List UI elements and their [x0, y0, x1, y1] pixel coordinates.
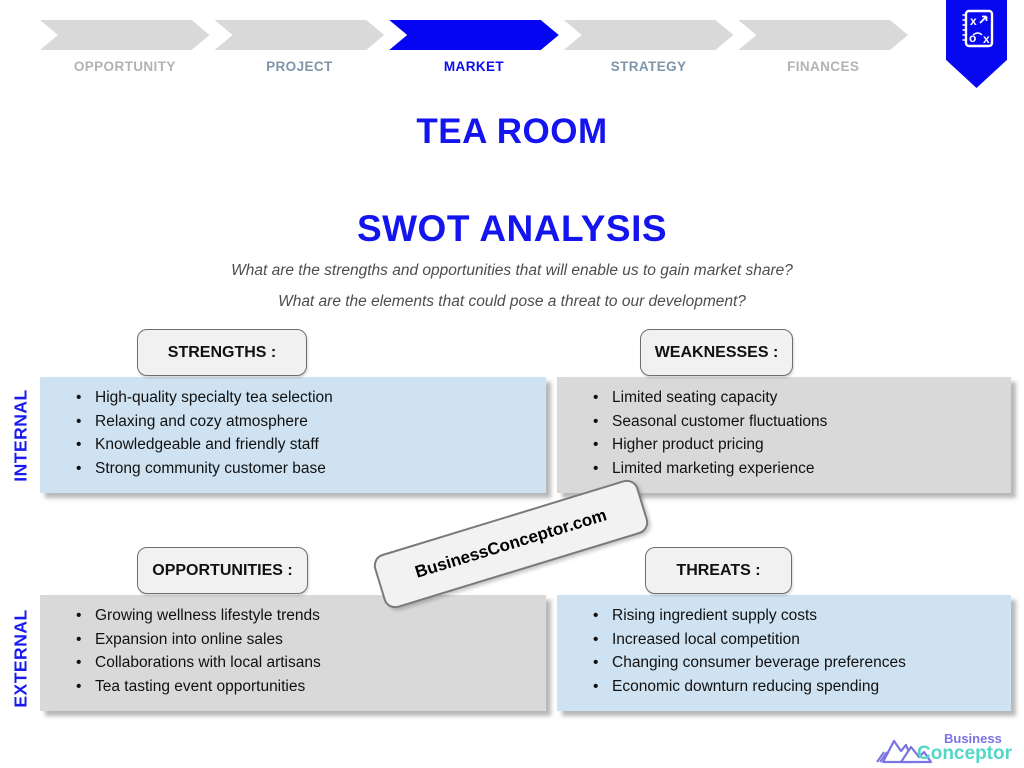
watermark: BusinessConceptor.com — [370, 476, 652, 612]
bookmark-ribbon: x o x — [946, 0, 1007, 88]
chevron-shape — [564, 20, 734, 50]
guiding-question-1: What are the strengths and opportunities… — [231, 262, 793, 279]
page-subtitle: SWOT ANALYSIS — [356, 208, 668, 249]
brand-logo-text: Business Conceptor — [917, 731, 1012, 765]
list-item: Economic downturn reducing spending — [593, 675, 1011, 699]
brand-logo: Business Conceptor — [875, 731, 1012, 765]
nav-step-label: OPPORTUNITY — [73, 59, 176, 74]
list-item: Limited marketing experience — [593, 457, 1011, 481]
strengths-list: High-quality specialty tea selection Rel… — [40, 386, 546, 480]
list-item: Strong community customer base — [76, 457, 546, 481]
mountains-icon — [876, 739, 933, 764]
page-title: TEA ROOM — [416, 112, 608, 151]
list-item: Increased local competition — [593, 628, 1011, 652]
chevron-shape — [389, 20, 559, 50]
list-item: Expansion into online sales — [76, 628, 546, 652]
strengths-panel: High-quality specialty tea selection Rel… — [40, 377, 546, 493]
weaknesses-panel: Limited seating capacity Seasonal custom… — [557, 377, 1011, 493]
list-item: Rising ingredient supply costs — [593, 604, 1011, 628]
list-item: Growing wellness lifestyle trends — [76, 604, 546, 628]
external-axis-label: EXTERNAL — [10, 608, 31, 708]
chevron-shape — [738, 20, 908, 50]
brand-line-1: Business — [944, 731, 1002, 746]
nav-step-finances[interactable]: FINANCES — [738, 20, 908, 74]
weaknesses-list: Limited seating capacity Seasonal custom… — [557, 386, 1011, 480]
list-item: Seasonal customer fluctuations — [593, 410, 1011, 434]
threats-header: THREATS : — [645, 547, 792, 594]
nav-step-label: PROJECT — [266, 59, 333, 74]
nav-step-label: MARKET — [443, 59, 505, 74]
nav-step-strategy[interactable]: STRATEGY — [564, 20, 734, 74]
chevron-shape — [40, 20, 210, 50]
svg-text:o: o — [969, 31, 976, 45]
list-item: Collaborations with local artisans — [76, 651, 546, 675]
strategy-notebook-icon: x o x — [962, 9, 993, 48]
brand-line-2: Conceptor — [917, 743, 1012, 764]
nav-step-project[interactable]: PROJECT — [215, 20, 385, 74]
list-item: Knowledgeable and friendly staff — [76, 433, 546, 457]
svg-text:x: x — [970, 14, 977, 28]
nav-step-market[interactable]: MARKET — [389, 20, 559, 74]
strengths-header: STRENGTHS : — [137, 329, 307, 376]
opportunities-panel: Growing wellness lifestyle trends Expans… — [40, 595, 546, 711]
nav-step-opportunity[interactable]: OPPORTUNITY — [40, 20, 210, 74]
guiding-question-2: What are the elements that could pose a … — [278, 293, 746, 310]
chevron-shape — [215, 20, 385, 50]
svg-text:x: x — [983, 32, 990, 46]
list-item: Relaxing and cozy atmosphere — [76, 410, 546, 434]
internal-axis-label: INTERNAL — [10, 388, 31, 482]
list-item: Changing consumer beverage preferences — [593, 651, 1011, 675]
threats-list: Rising ingredient supply costs Increased… — [557, 604, 1011, 698]
weaknesses-header: WEAKNESSES : — [640, 329, 793, 376]
threats-panel: Rising ingredient supply costs Increased… — [557, 595, 1011, 711]
nav-step-label: STRATEGY — [610, 59, 687, 74]
list-item: High-quality specialty tea selection — [76, 386, 546, 410]
list-item: Tea tasting event opportunities — [76, 675, 546, 699]
process-nav: OPPORTUNITY PROJECT MARKET STRATEGY FINA… — [40, 20, 908, 74]
list-item: Limited seating capacity — [593, 386, 1011, 410]
opportunities-list: Growing wellness lifestyle trends Expans… — [40, 604, 546, 698]
nav-step-label: FINANCES — [787, 59, 860, 74]
opportunities-header: OPPORTUNITIES : — [137, 547, 308, 594]
list-item: Higher product pricing — [593, 433, 1011, 457]
